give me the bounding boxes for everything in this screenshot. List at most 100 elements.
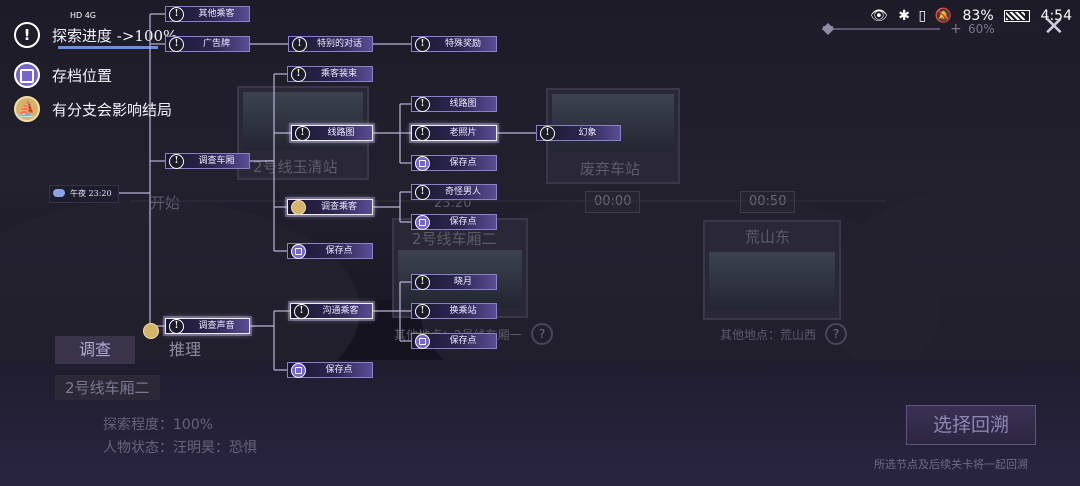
rewind-hint: 所选节点及后续关卡将一起回溯	[874, 458, 1028, 471]
node-xiaoyue[interactable]: ! 晓月	[411, 274, 497, 290]
exclamation-icon: !	[291, 67, 306, 82]
start-node[interactable]: 午夜 23:20	[49, 185, 119, 203]
node-investigate-passenger[interactable]: 调查乘客	[287, 199, 373, 215]
node-label: 特殊奖励	[444, 39, 481, 49]
save-icon	[14, 62, 40, 88]
cloud-icon	[53, 189, 65, 197]
node-route-map[interactable]: ! 线路图	[291, 125, 373, 141]
node-special-dialogue[interactable]: ! 特别的对话	[288, 36, 373, 52]
node-save-point[interactable]: 保存点	[287, 362, 373, 378]
node-label: 保存点	[325, 365, 353, 375]
exclamation-icon: !	[295, 126, 310, 141]
exclamation-icon: !	[14, 22, 40, 48]
exclamation-icon: !	[415, 275, 430, 290]
other-place-huangshanxi: 其他地点：荒山西	[720, 328, 817, 342]
network-indicator: HD 4G	[70, 11, 97, 20]
save-icon	[415, 156, 430, 171]
node-old-photo[interactable]: ! 老照片	[411, 125, 497, 141]
save-icon	[415, 215, 430, 230]
node-illusion[interactable]: ! 幻象	[536, 125, 621, 141]
tab-investigate[interactable]: 调查	[55, 336, 135, 364]
node-save-point[interactable]: 保存点	[411, 155, 497, 171]
exclamation-icon: !	[415, 97, 430, 112]
exclamation-icon: !	[169, 154, 184, 169]
node-route-map-2[interactable]: ! 线路图	[411, 96, 497, 112]
node-label: 广告牌	[202, 39, 230, 49]
character-status: 人物状态：汪明昊：恐惧	[103, 440, 257, 456]
exclamation-icon: !	[292, 37, 307, 52]
explore-level: 探索程度：100%	[103, 417, 214, 433]
node-communicate-passenger[interactable]: ! 沟通乘客	[290, 303, 373, 319]
node-investigate-sound[interactable]: ! 调查声音	[165, 318, 250, 334]
help-icon[interactable]: ?	[825, 323, 847, 345]
station-label-line2-car2: 2号线车厢二	[412, 230, 497, 248]
node-label: 保存点	[449, 336, 477, 346]
node-billboard[interactable]: ! 广告牌	[165, 36, 250, 52]
node-investigate-carriage[interactable]: ! 调查车厢	[165, 153, 250, 169]
exclamation-icon: !	[294, 304, 309, 319]
node-special-reward[interactable]: ! 特殊奖励	[411, 36, 497, 52]
zoom-track	[810, 20, 1040, 38]
exclamation-icon: !	[415, 126, 430, 141]
start-label: 开始	[150, 194, 181, 212]
node-label: 老照片	[449, 128, 477, 138]
ground-strip	[0, 360, 1080, 486]
save-icon	[291, 363, 306, 378]
node-label: 调查声音	[198, 321, 235, 331]
node-label: 保存点	[449, 158, 477, 168]
node-label: 保存点	[325, 246, 353, 256]
branch-icon	[291, 200, 306, 215]
legend-save-text: 存档位置	[52, 67, 113, 85]
node-label: 调查乘客	[320, 202, 357, 212]
status-bar: 👁 ✱ ▯ 🔕 83% 4:54	[870, 8, 1072, 28]
node-strange-man[interactable]: ! 奇怪男人	[411, 184, 497, 200]
exclamation-icon: !	[540, 126, 555, 141]
time-chip-0000: 00:00	[585, 191, 641, 213]
tab-reason[interactable]: 推理	[168, 340, 201, 359]
node-label: 幻象	[578, 128, 597, 138]
node-label: 线路图	[327, 128, 355, 138]
node-label: 晓月	[453, 277, 472, 287]
legend-progress-text: 探索进度 ->100%	[52, 27, 178, 45]
node-passenger-outfit[interactable]: ! 乘客装束	[287, 66, 373, 82]
node-label: 其他乘客	[198, 9, 235, 19]
station-card-huangshan	[703, 220, 841, 320]
zoom-value: 60%	[968, 22, 995, 36]
node-save-point[interactable]: 保存点	[411, 333, 497, 349]
branch-icon	[143, 323, 159, 339]
eye-icon: 👁	[870, 8, 888, 24]
battery-percent: 83%	[962, 8, 994, 24]
zoom-in-icon[interactable]: +	[950, 21, 962, 37]
node-save-point[interactable]: 保存点	[287, 243, 373, 259]
station-label-huangshan: 荒山东	[745, 228, 791, 246]
select-rewind-button[interactable]: 选择回溯	[906, 405, 1036, 445]
node-label: 保存点	[449, 217, 477, 227]
legend-branch-text: 有分支会影响结局	[52, 101, 173, 119]
bluetooth-icon: ✱	[898, 8, 910, 24]
node-other-passengers[interactable]: ! 其他乘客	[165, 6, 250, 22]
zoom-slider[interactable]: + 60%	[810, 18, 1040, 40]
exclamation-icon: !	[169, 37, 184, 52]
node-label: 奇怪男人	[444, 187, 481, 197]
exclamation-icon: !	[169, 319, 184, 334]
save-icon	[415, 334, 430, 349]
node-label: 沟通乘客	[322, 306, 359, 316]
branch-icon: ⛵	[14, 96, 40, 122]
node-label: 调查车厢	[198, 156, 235, 166]
help-icon[interactable]: ?	[531, 323, 553, 345]
clock: 4:54	[1040, 8, 1072, 24]
node-label: 线路图	[449, 99, 477, 109]
current-station: 2号线车厢二	[55, 375, 160, 400]
close-icon[interactable]: ✕	[1043, 12, 1065, 42]
progress-underline	[58, 46, 158, 49]
station-label-abandoned: 废弃车站	[580, 160, 641, 178]
exclamation-icon: !	[415, 37, 430, 52]
exclamation-icon: !	[169, 7, 184, 22]
node-save-point[interactable]: 保存点	[411, 214, 497, 230]
vibrate-icon: ▯	[918, 8, 927, 24]
node-transfer-station[interactable]: ! 换乘站	[411, 303, 497, 319]
mute-bell-icon: 🔕	[934, 8, 953, 24]
start-time-label: 午夜 23:20	[70, 189, 112, 198]
